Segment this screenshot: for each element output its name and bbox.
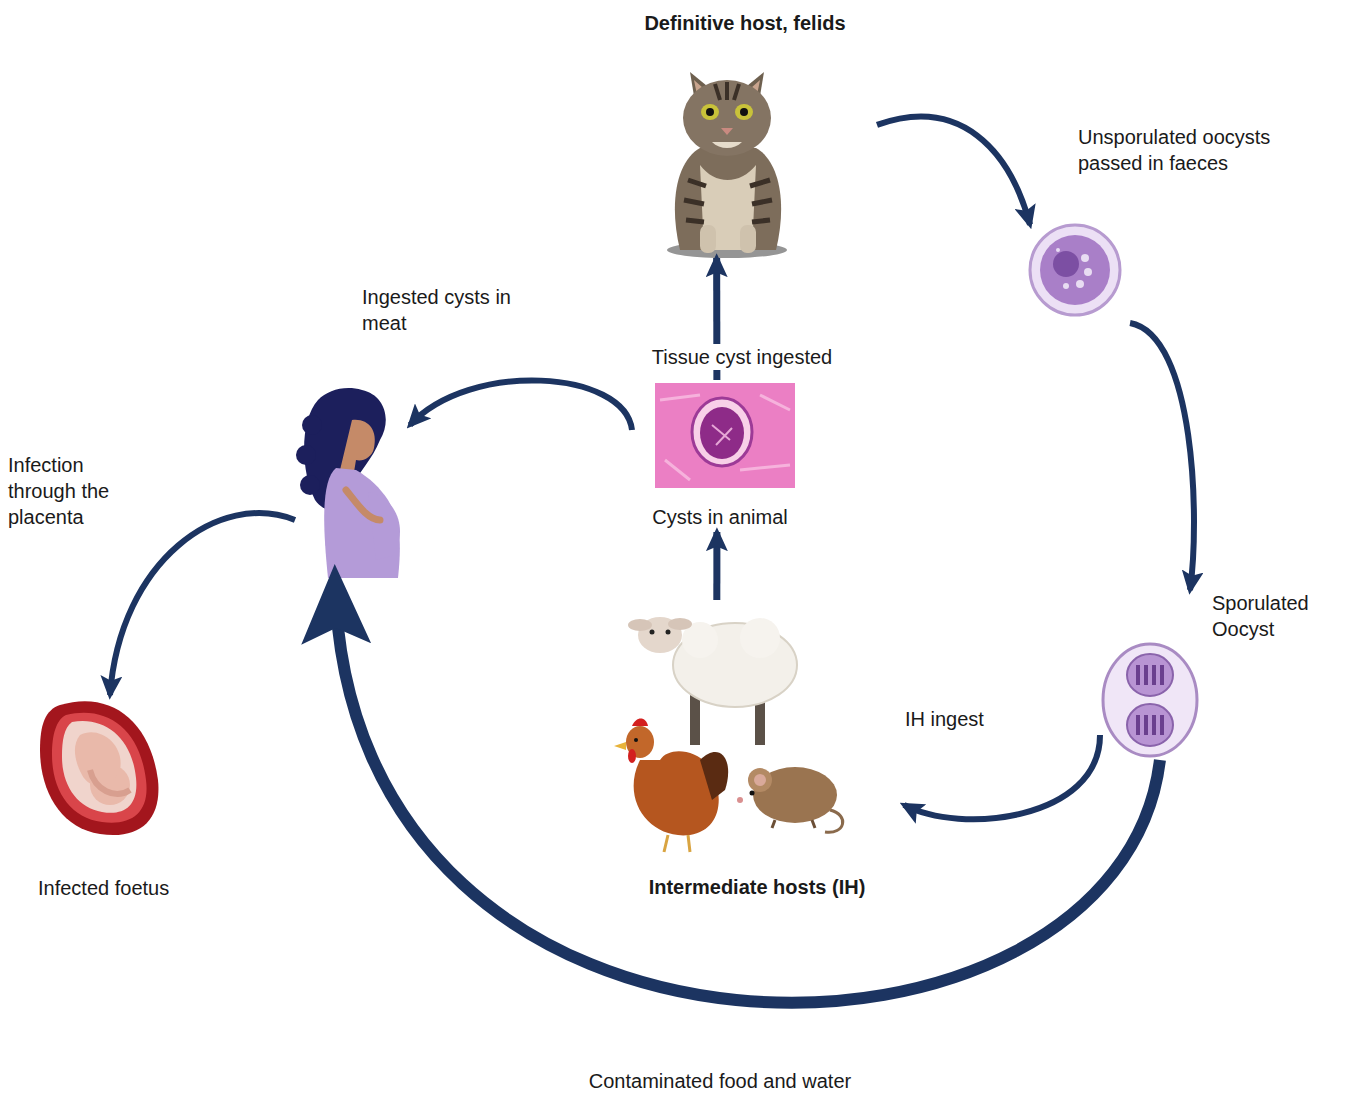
cycle-arrow (713, 532, 720, 600)
pregnant-woman-illustration (296, 388, 400, 578)
node-caption: Definitive host, felids (615, 10, 875, 36)
cycle-arrow (877, 117, 1030, 225)
cycle-arrow (904, 735, 1100, 819)
cycle-arrow (1130, 323, 1194, 590)
node-caption: Intermediate hosts (IH) (612, 874, 902, 900)
edge-label: Ingested cysts in meat (362, 284, 522, 336)
infected-foetus: Infected foetus (30, 695, 220, 905)
node-caption: Unsporulated oocysts passed in faeces (1078, 124, 1310, 176)
node-caption: Cysts in animal (632, 504, 808, 530)
edge-label: Infection through the placenta (8, 452, 143, 530)
tissue-cyst: Cysts in animal (632, 380, 810, 532)
tissue-cyst-micrograph (655, 383, 795, 488)
hen-illustration (614, 719, 728, 853)
edge-label: Contaminated food and water (520, 1068, 920, 1094)
cycle-arrow (110, 513, 295, 695)
cycle-arrow (410, 380, 632, 430)
unsporulated-oocyst (1030, 225, 1120, 315)
sheep-illustration (628, 617, 797, 745)
sporulated-oocyst (1103, 644, 1197, 756)
intermediate-hosts: Intermediate hosts (IH) (612, 600, 904, 905)
oocyst-stage: Sporulated Oocyst (1100, 590, 1335, 760)
edge-label: Tissue cyst ingested (622, 344, 862, 370)
node-caption: Sporulated Oocyst (1212, 590, 1332, 642)
definitive-host: Definitive host, felids (615, 6, 877, 258)
pregnant-woman (295, 385, 410, 580)
cycle-arrow (335, 580, 1160, 1003)
foetus-illustration (40, 701, 158, 835)
oocyst-stage: Unsporulated oocysts passed in faeces (1030, 118, 1320, 323)
node-caption: Infected foetus (38, 875, 218, 901)
mouse-illustration (737, 767, 843, 832)
cat-illustration (667, 72, 787, 258)
edge-label: IH ingest (905, 706, 1045, 732)
